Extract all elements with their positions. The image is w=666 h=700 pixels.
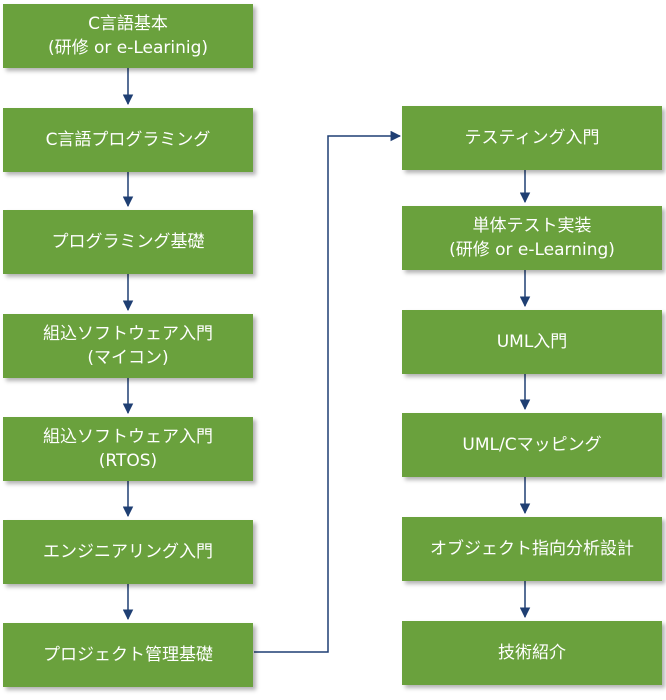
course-box-ooad: オブジェクト指向分析設計 [402, 517, 662, 581]
course-box-c-programming: C言語プログラミング [3, 108, 253, 172]
course-box-unit-test: 単体テスト実装 (研修 or e-Learning) [402, 206, 662, 270]
course-title: テスティング入門 [464, 128, 600, 148]
course-title: 単体テスト実装 [472, 216, 592, 236]
course-title: 技術紹介 [498, 643, 566, 663]
course-title: オブジェクト指向分析設計 [430, 539, 634, 559]
course-box-engineering-intro: エンジニアリング入門 [3, 520, 253, 584]
course-box-testing-intro: テスティング入門 [402, 106, 662, 170]
course-box-programming-fundamentals: プログラミング基礎 [3, 210, 253, 274]
course-box-project-management: プロジェクト管理基礎 [3, 623, 253, 687]
course-subtitle: (研修 or e-Learinig) [47, 38, 209, 58]
course-title: UML/Cマッピング [462, 435, 602, 455]
course-box-uml-intro: UML入門 [402, 310, 662, 374]
course-title: プログラミング基礎 [51, 232, 205, 252]
course-box-embedded-microcontroller: 組込ソフトウェア入門 (マイコン) [3, 314, 253, 378]
course-box-c-basics: C言語基本 (研修 or e-Learinig) [3, 4, 253, 68]
course-subtitle: (研修 or e-Learning) [449, 240, 615, 260]
course-title: エンジニアリング入門 [43, 542, 213, 562]
course-subtitle: (RTOS) [98, 451, 158, 471]
arrow-bridge [254, 130, 402, 653]
course-title: UML入門 [496, 332, 568, 352]
course-title: 組込ソフトウェア入門 [43, 324, 213, 344]
course-title: プロジェクト管理基礎 [43, 645, 213, 665]
course-title: C言語プログラミング [45, 130, 211, 150]
course-box-tech-intro: 技術紹介 [402, 621, 662, 685]
course-title: C言語基本 [88, 14, 168, 34]
course-title: 組込ソフトウェア入門 [43, 427, 213, 447]
course-box-uml-c-mapping: UML/Cマッピング [402, 413, 662, 477]
course-box-embedded-rtos: 組込ソフトウェア入門 (RTOS) [3, 417, 253, 481]
course-subtitle: (マイコン) [87, 348, 169, 368]
